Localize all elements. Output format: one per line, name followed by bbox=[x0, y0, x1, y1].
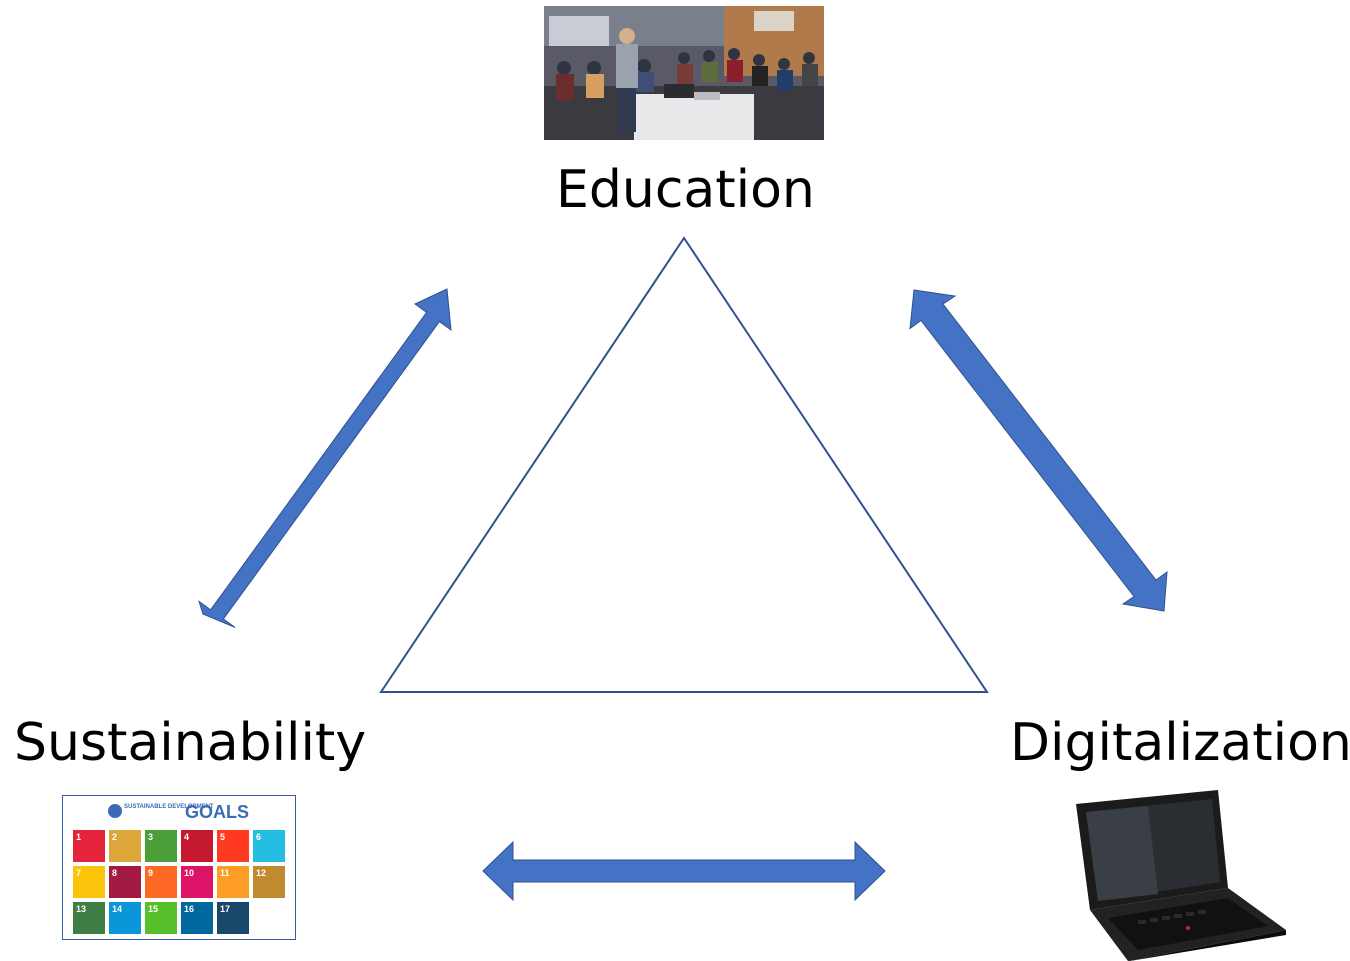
sdg-tile-number: 3 bbox=[148, 832, 153, 842]
sdg-tile-number: 9 bbox=[148, 868, 153, 878]
arrow-education-digitalization bbox=[909, 289, 1168, 612]
un-emblem-icon bbox=[108, 804, 122, 818]
education-label: Education bbox=[556, 160, 815, 220]
sdg-tile bbox=[253, 902, 285, 934]
classroom-photo bbox=[544, 6, 824, 140]
arrow-sustainability-education bbox=[198, 288, 452, 628]
sdg-tile-number: 2 bbox=[112, 832, 117, 842]
sdg-tile bbox=[181, 830, 213, 862]
sdg-tile bbox=[181, 866, 213, 898]
central-triangle bbox=[379, 236, 989, 693]
sdg-tile bbox=[145, 866, 177, 898]
sdg-tile-number: 13 bbox=[76, 904, 86, 914]
sdg-tile bbox=[217, 866, 249, 898]
sdg-tile bbox=[73, 902, 105, 934]
sdg-tile-number: 14 bbox=[112, 904, 122, 914]
sdg-tile bbox=[109, 866, 141, 898]
sdg-tile-number: 10 bbox=[184, 868, 194, 878]
sdg-tile-number: 7 bbox=[76, 868, 81, 878]
sdg-tile-number: 12 bbox=[256, 868, 266, 878]
svg-text:SUSTAINABLE DEVELOPMENT: SUSTAINABLE DEVELOPMENT bbox=[124, 804, 214, 810]
sdg-tile bbox=[145, 902, 177, 934]
sdg-tile-number: 8 bbox=[112, 868, 117, 878]
sdg-tile-number: 15 bbox=[148, 904, 158, 914]
sdg-tile bbox=[217, 830, 249, 862]
sdg-tile bbox=[253, 830, 285, 862]
sdg-tile bbox=[73, 866, 105, 898]
sdg-tile bbox=[109, 830, 141, 862]
sdg-tile bbox=[253, 866, 285, 898]
sdg-tile-number: 1 bbox=[76, 832, 81, 842]
sdg-tile bbox=[217, 902, 249, 934]
sdg-tile-number: 5 bbox=[220, 832, 225, 842]
sdg-tile bbox=[109, 902, 141, 934]
sdg-tile-number: 11 bbox=[220, 868, 230, 878]
arrow-sustainability-digitalization bbox=[482, 840, 886, 902]
sdg-tile bbox=[73, 830, 105, 862]
sdg-tile-number: 4 bbox=[184, 832, 189, 842]
svg-text:GOALS: GOALS bbox=[185, 802, 249, 822]
sustainability-label: Sustainability bbox=[14, 713, 367, 773]
sdg-tile bbox=[181, 902, 213, 934]
sdg-tile-number: 16 bbox=[184, 904, 194, 914]
laptop-picture bbox=[1068, 790, 1290, 961]
sdg-tile-number: 17 bbox=[220, 904, 230, 914]
sdg-tile bbox=[145, 830, 177, 862]
digitalization-label: Digitalization bbox=[1010, 713, 1350, 773]
sdg-tile-number: 6 bbox=[256, 832, 261, 842]
